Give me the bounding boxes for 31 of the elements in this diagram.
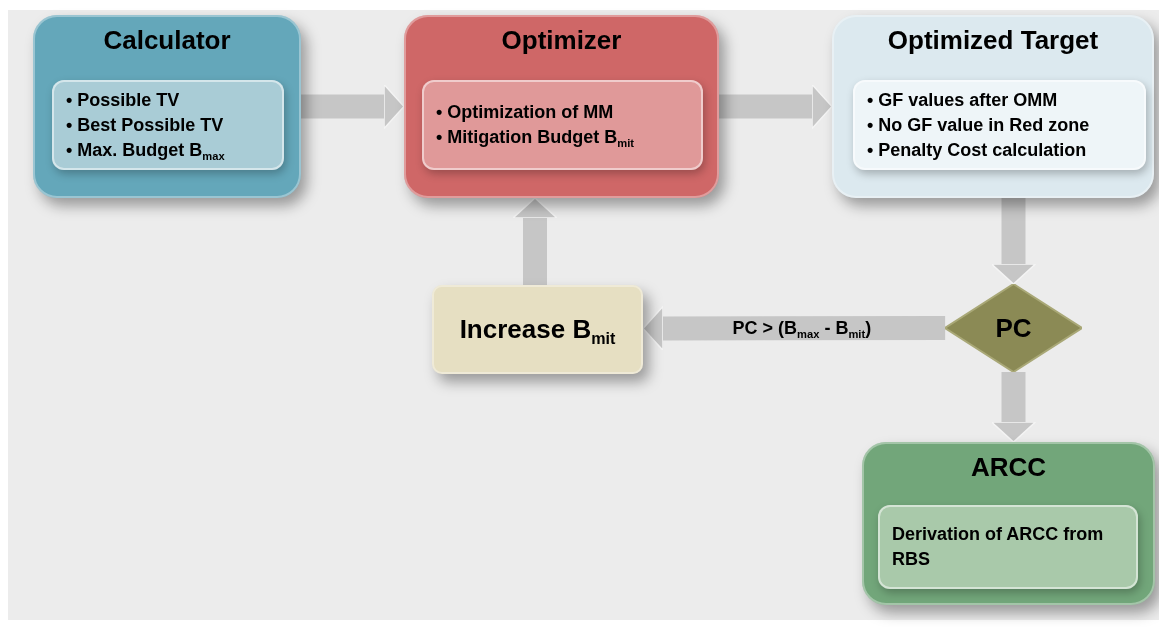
bullet-item: • Mitigation Budget B$_{mit}$ <box>436 126 634 150</box>
bullet-item: • No GF value in Red zone <box>867 113 1090 137</box>
card-title: Optimizer <box>501 25 622 56</box>
bullet-item: • Penalty Cost calculation <box>867 138 1087 162</box>
decision-label: PC <box>995 312 1032 344</box>
description-text: Derivation of ARCC from RBS <box>892 523 1105 571</box>
block-arrow <box>642 305 946 352</box>
process-card <box>33 15 301 198</box>
card-title: Optimized Target <box>887 25 1099 56</box>
block-arrow <box>301 83 405 130</box>
bullet-panel <box>422 80 703 170</box>
bullet-item: • Possible TV <box>66 88 180 112</box>
bullet-item: • Optimization of MM <box>436 101 614 124</box>
bullet-panel <box>853 80 1146 170</box>
block-arrow <box>990 198 1037 285</box>
block-arrow <box>719 83 833 130</box>
block-arrow <box>512 197 558 285</box>
process-card <box>832 15 1154 198</box>
card-title: ARCC <box>970 452 1047 483</box>
card-title: Calculator <box>103 25 231 56</box>
decision-diamond <box>945 284 1082 372</box>
process-card <box>862 442 1155 605</box>
process-card <box>404 15 719 198</box>
bullet-item: • Max. Budget B$_{max}$ <box>66 138 225 163</box>
block-arrow <box>990 372 1037 443</box>
bullet-panel <box>878 505 1138 589</box>
process-box <box>432 285 643 374</box>
bullet-item: • GF values after OMM <box>867 88 1058 112</box>
bullet-item: • Best Possible TV <box>66 113 224 137</box>
bullet-panel <box>52 80 284 170</box>
box-label: Increase B$_{mit}$ <box>459 314 616 345</box>
